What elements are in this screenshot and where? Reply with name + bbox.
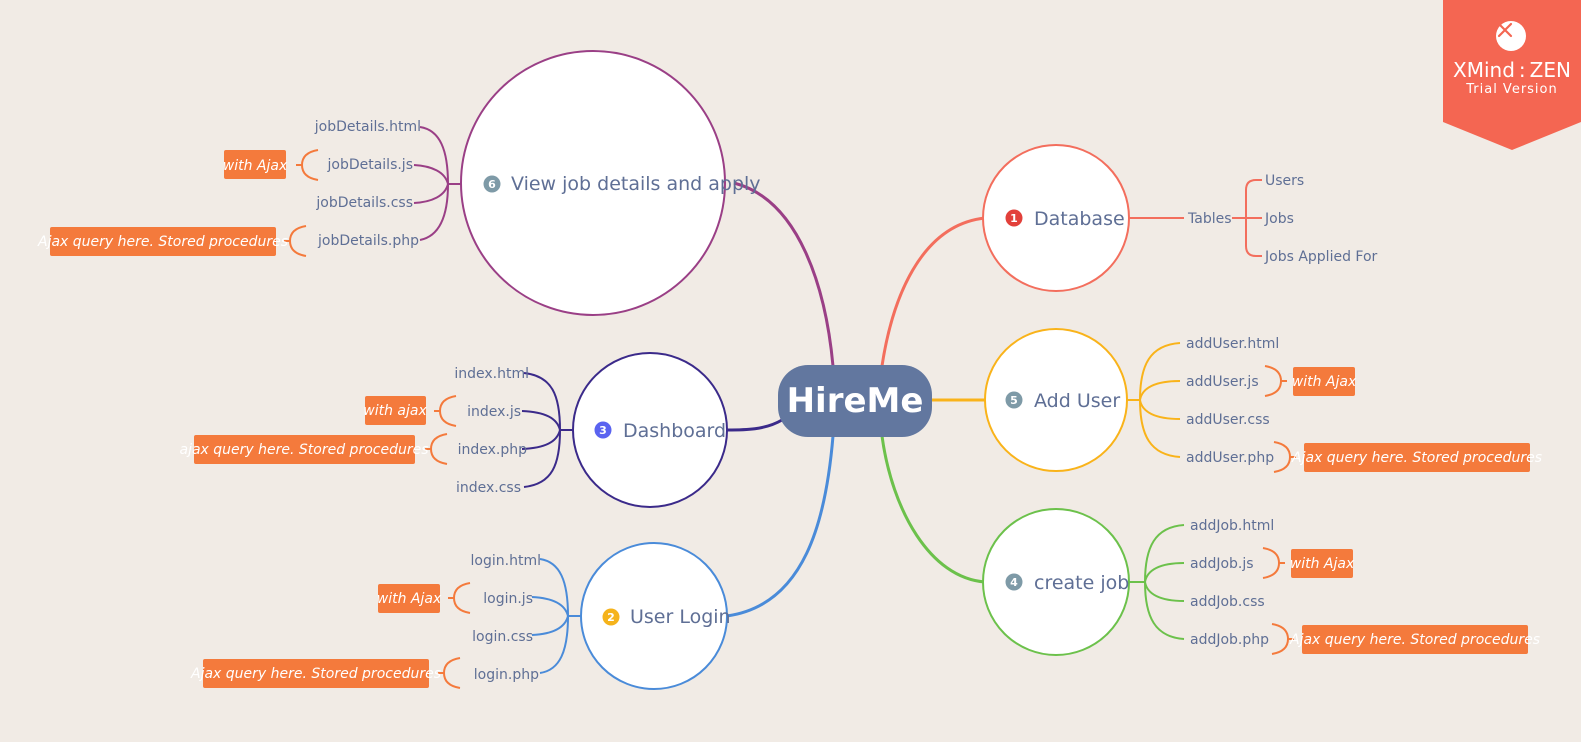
note-bracket [438,657,461,689]
note-ajax-query-user-login-label: Ajax query here. Stored procedures [190,666,441,682]
note-ajax-query-view-job[interactable] [50,227,276,256]
central-topic[interactable] [778,365,932,437]
note-bracket [1262,547,1285,579]
file-jobDetails-css[interactable]: jobDetails.css [315,195,413,211]
note-with-ajax-add-user[interactable] [1293,367,1355,396]
note-ajax-query-add-user[interactable] [1304,443,1530,472]
close-x-glyph [1497,22,1513,38]
note-bracket [425,433,448,465]
note-bracket [434,395,457,427]
file-addUser-html[interactable]: addUser.html [1186,336,1279,352]
trial-badge-shape [1443,0,1581,150]
table-jobs[interactable]: Jobs [1264,211,1294,227]
note-bracket [284,225,307,257]
note-with-ajax-view-job-label: with Ajax [223,158,288,174]
note-bracket [1273,441,1296,473]
topic-database[interactable]: 1 Database [982,144,1130,292]
central-topic-label: HireMe [787,381,924,421]
topic-add-user-label: Add User [1034,390,1120,412]
marker-number-2 [602,608,620,626]
marker-1-digit: 1 [1010,212,1018,225]
topic-database-label: Database [1034,208,1125,230]
note-with-ajax-user-login-label: with Ajax [377,591,442,607]
marker-number-5 [1005,391,1023,409]
branch-create-job [880,435,986,584]
branch-view-job [733,181,835,367]
table-jobs-applied-for[interactable]: Jobs Applied For [1264,249,1378,265]
add-user-connectors [1127,342,1181,458]
file-index-css[interactable]: index.css [456,480,521,496]
file-addJob-html[interactable]: addJob.html [1190,518,1274,534]
marker-5-digit: 5 [1010,394,1018,407]
topic-user-login-label: User Login [630,606,731,628]
note-ajax-query-create-job-label: Ajax query here. Stored procedures [1289,632,1540,648]
note-bracket [1264,365,1287,397]
note-bracket [1271,623,1294,655]
marker-4-digit: 4 [1010,576,1018,589]
topic-user-login[interactable]: 2 User Login [580,542,731,690]
file-addUser-php[interactable]: addUser.php [1186,450,1274,466]
file-login-html[interactable]: login.html [471,553,541,569]
note-with-ajax-create-job-label: with Ajax [1290,556,1355,572]
note-with-ajax-user-login[interactable] [378,584,440,613]
file-jobDetails-html[interactable]: jobDetails.html [314,119,421,135]
note-ajax-query-user-login[interactable] [203,659,429,688]
brand-label: XMind : ZEN [1453,58,1571,82]
note-bracket [448,582,471,614]
note-ajax-query-add-user-label: Ajax query here. Stored procedures [1291,450,1542,466]
marker-6-digit: 6 [488,178,496,191]
table-users[interactable]: Users [1265,173,1304,189]
note-bracket [296,149,319,181]
note-ajax-query-dashboard[interactable] [194,435,415,464]
close-icon[interactable] [1496,21,1526,51]
note-ajax-query-dashboard-label: ajax query here. Stored procedures [180,442,429,458]
file-index-html[interactable]: index.html [454,366,529,382]
topic-create-job-label: create job [1034,572,1129,594]
marker-3-digit: 3 [599,424,607,437]
note-with-ajax-dashboard-label: with ajax [363,403,427,419]
marker-number-3 [594,421,612,439]
marker-number-4 [1005,573,1023,591]
note-with-ajax-create-job[interactable] [1291,549,1353,578]
file-jobDetails-js[interactable]: jobDetails.js [326,157,413,173]
file-addJob-js[interactable]: addJob.js [1190,556,1254,572]
file-addJob-css[interactable]: addJob.css [1190,594,1265,610]
topic-view-job[interactable]: 6 View job details and apply [460,50,761,316]
topic-dashboard-label: Dashboard [623,420,726,442]
tables-connectors [1232,179,1262,257]
trial-version-badge[interactable]: XMind : ZEN Trial Version [1443,0,1581,150]
branch-user-login [726,435,835,618]
dashboard-connectors [521,372,573,488]
topic-dashboard[interactable]: 3 Dashboard [572,352,728,508]
marker-number-6 [483,175,501,193]
branch-dashboard [726,418,783,432]
note-with-ajax-dashboard[interactable] [365,396,426,425]
file-login-php[interactable]: login.php [474,667,539,683]
view-job-connectors [413,126,461,241]
topic-view-job-label: View job details and apply [511,173,761,195]
topic-create-job[interactable]: 4 create job [982,508,1130,656]
topic-add-user[interactable]: 5 Add User [984,328,1128,472]
edition-label: Trial Version [1466,82,1558,97]
file-addJob-php[interactable]: addJob.php [1190,632,1269,648]
file-login-css[interactable]: login.css [472,629,533,645]
file-addUser-js[interactable]: addUser.js [1186,374,1259,390]
file-jobDetails-php[interactable]: jobDetails.php [317,233,419,249]
note-ajax-query-view-job-label: Ajax query here. Stored procedures [37,234,288,250]
file-index-js[interactable]: index.js [467,404,521,420]
file-addUser-css[interactable]: addUser.css [1186,412,1270,428]
file-index-php[interactable]: index.php [458,442,528,458]
marker-number-1 [1005,209,1023,227]
create-job-connectors [1129,524,1185,640]
note-ajax-query-create-job[interactable] [1302,625,1528,654]
note-with-ajax-add-user-label: with Ajax [1292,374,1357,390]
branch-database [880,216,986,367]
marker-2-digit: 2 [607,611,615,624]
note-with-ajax-view-job[interactable] [224,150,286,179]
file-login-js[interactable]: login.js [483,591,533,607]
database-tables[interactable]: Tables [1187,211,1232,227]
user-login-connectors [531,558,581,674]
